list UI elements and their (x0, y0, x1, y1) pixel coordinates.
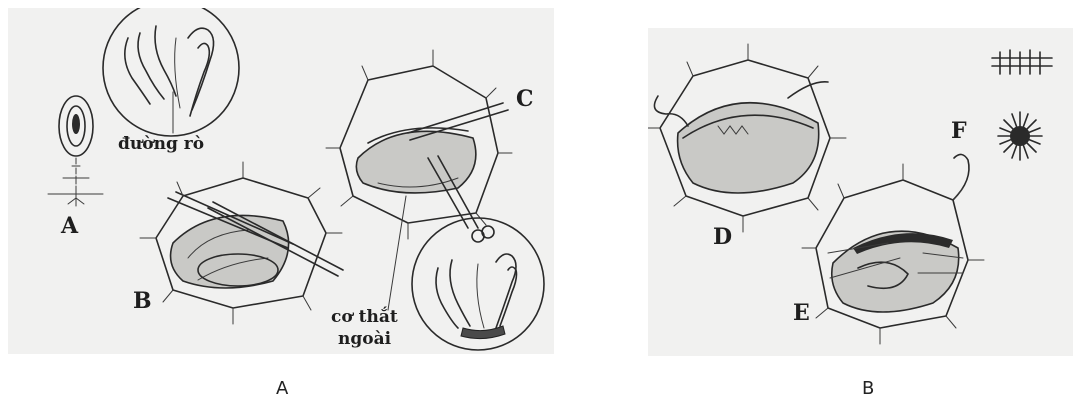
figure-c-excision (326, 50, 512, 242)
fistula-tract-label: đường rò (118, 134, 204, 154)
external-sphincter-label-line2: ngoài (338, 329, 391, 349)
caption-b: B (862, 378, 874, 399)
sphincter-detail-circle (412, 218, 544, 350)
panel-a-drawing (8, 8, 554, 354)
figure-b-incision (140, 162, 343, 324)
panel-a-illustration: A B C đường rò cơ thắt ngoài (8, 8, 554, 354)
figure-letter-b: B (133, 288, 152, 314)
fistula-detail-circle (103, 8, 239, 136)
figure-letter-f: F (951, 118, 967, 144)
figure-letter-c: C (516, 86, 534, 112)
figure-d-closure (648, 44, 846, 232)
figure-a-perineum (48, 96, 103, 206)
figure-f-sutures (992, 50, 1052, 160)
panel-b-drawing (648, 28, 1073, 356)
figure-e-closure (802, 154, 984, 344)
figure-letter-e: E (793, 300, 810, 326)
caption-a: A (276, 378, 288, 399)
figure-letter-d: D (713, 224, 732, 250)
figure-letter-a: A (61, 213, 78, 239)
external-sphincter-label-line1: cơ thắt (331, 307, 398, 327)
panel-b-illustration: D E F (648, 28, 1073, 356)
